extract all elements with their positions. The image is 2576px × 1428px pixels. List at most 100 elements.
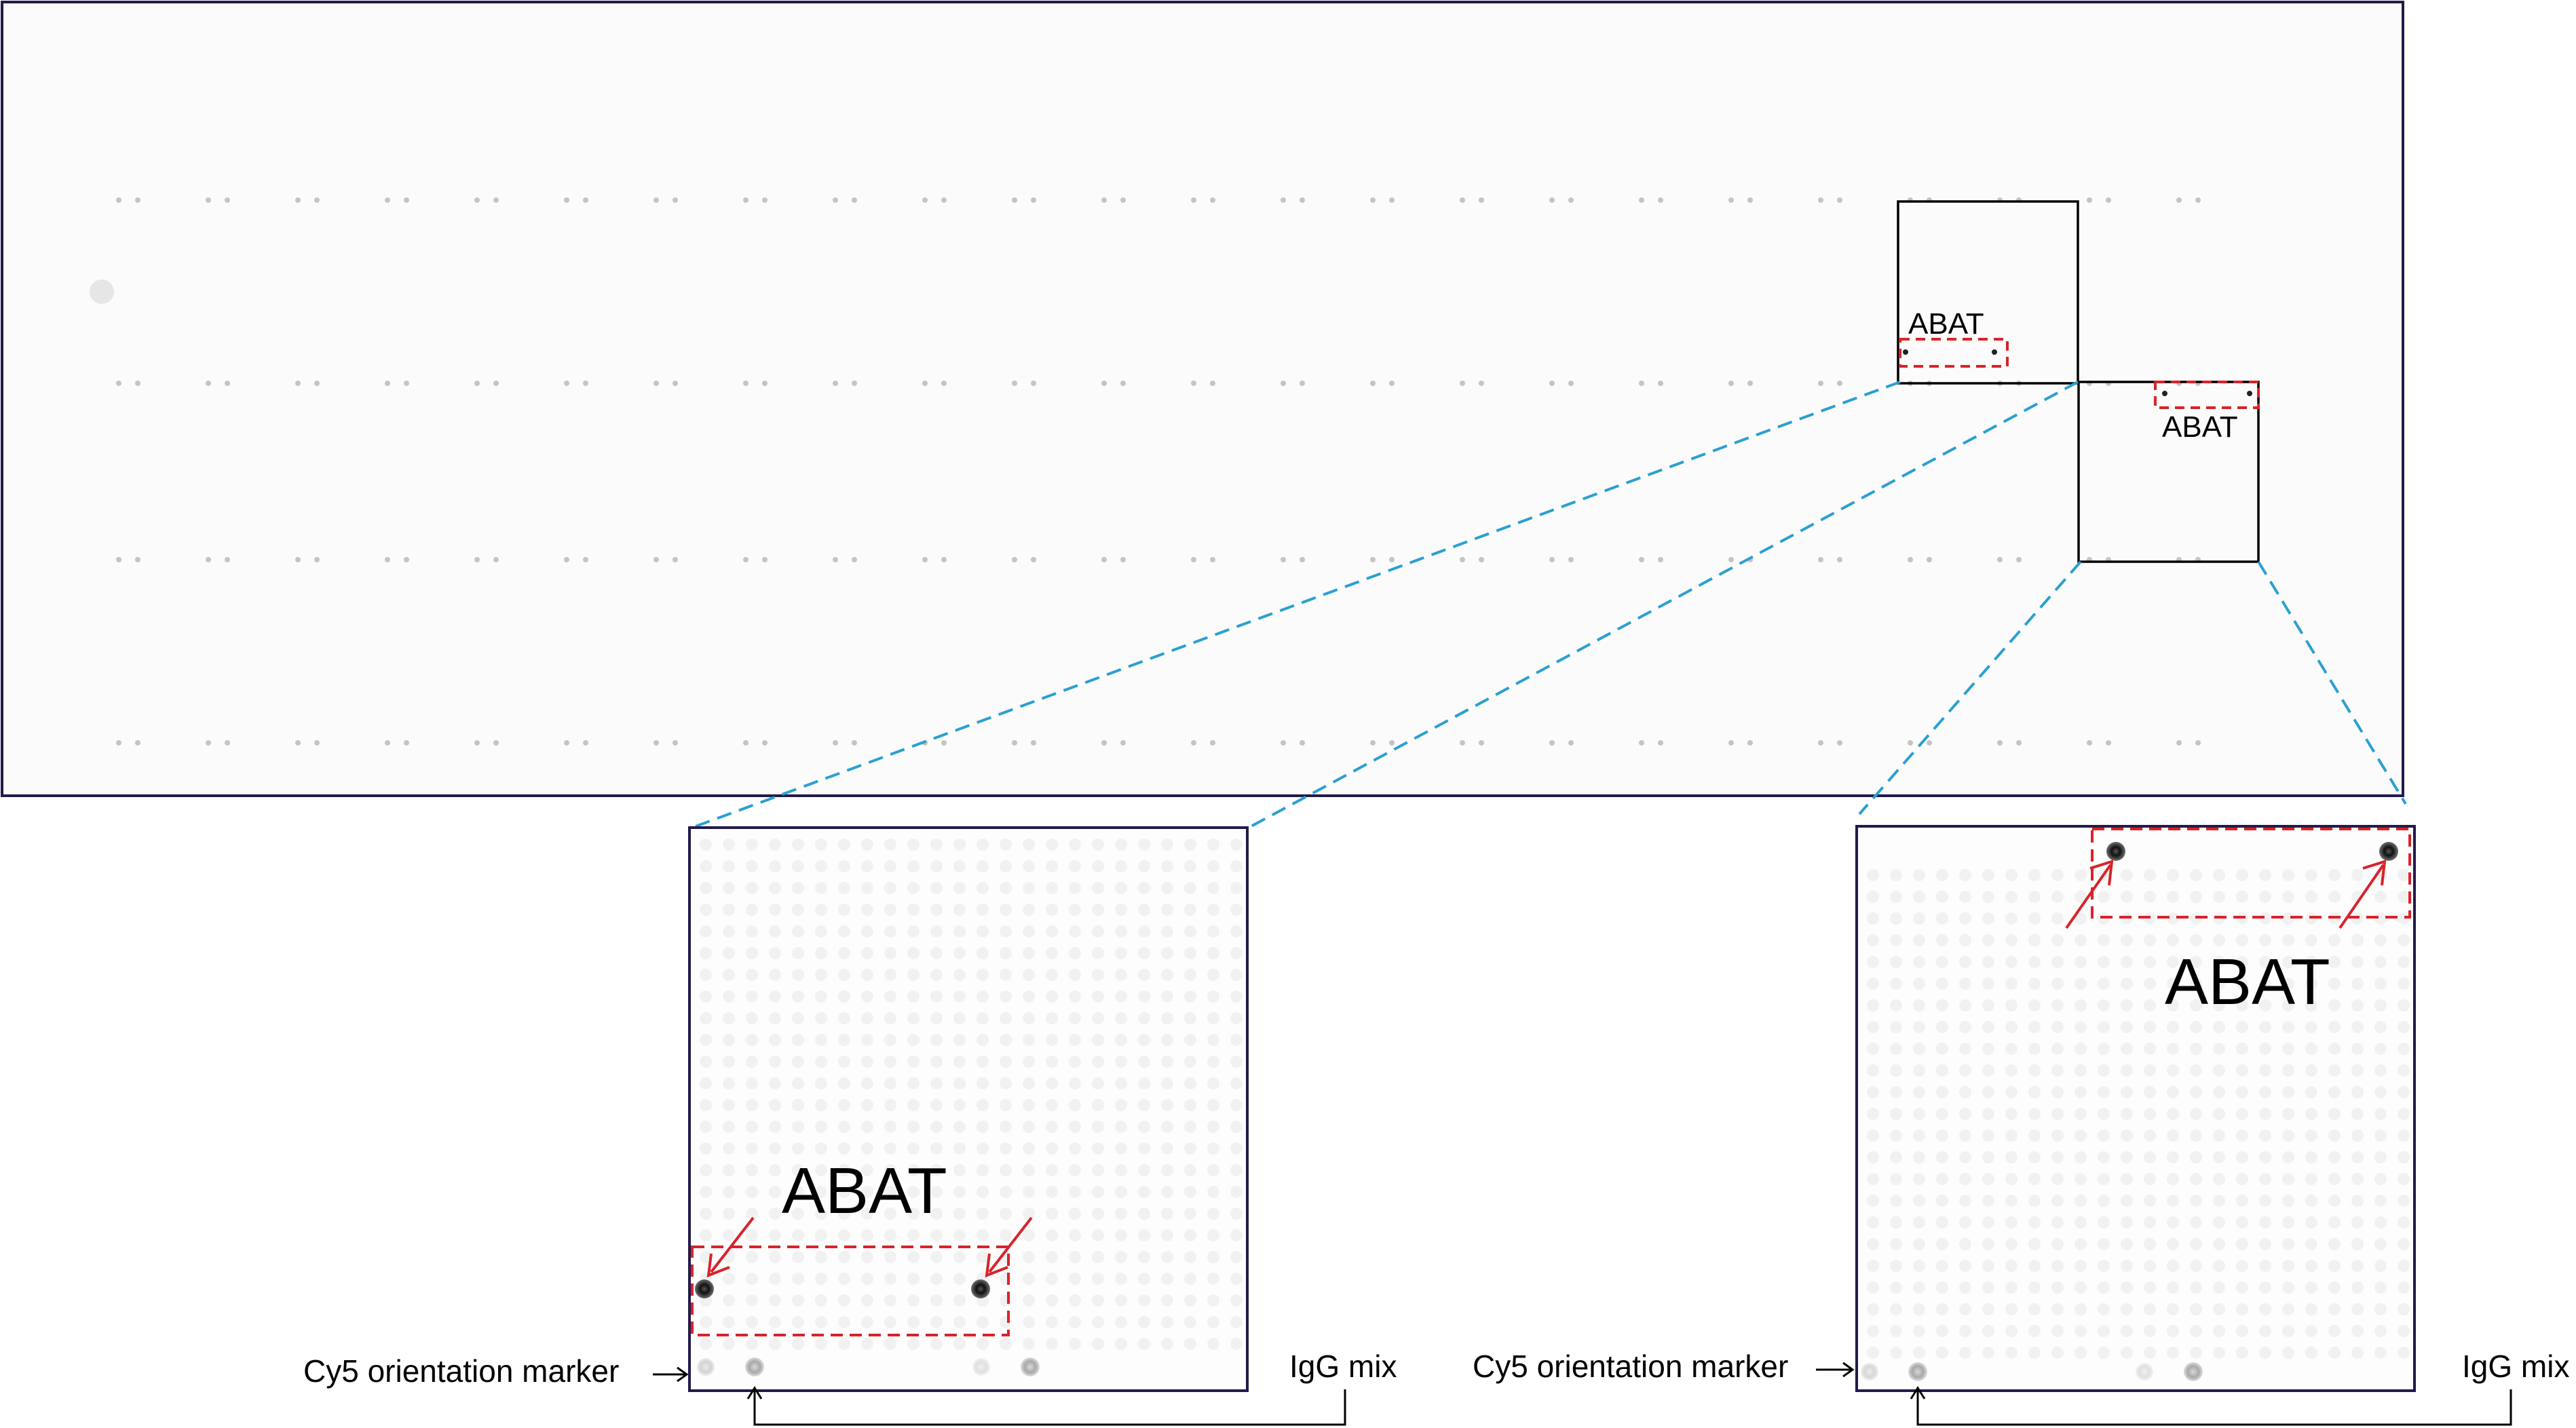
array-spot — [884, 904, 896, 916]
array-spot — [2075, 1216, 2087, 1229]
array-spot — [953, 969, 966, 981]
array-spot — [2167, 1086, 2179, 1098]
array-spot — [1913, 1238, 1925, 1250]
array-spot — [1000, 860, 1012, 872]
array-spot — [922, 557, 928, 562]
array-spot — [769, 925, 781, 938]
array-spot — [1023, 1338, 1035, 1350]
array-spot — [1230, 947, 1243, 959]
array-spot — [2075, 1195, 2087, 1207]
array-spot — [700, 1208, 712, 1220]
array-spot — [746, 1164, 758, 1176]
array-spot — [2351, 1021, 2364, 1033]
array-spot — [1069, 969, 1081, 981]
array-spot — [884, 1077, 896, 1089]
array-spot — [1161, 882, 1173, 894]
array-spot — [2121, 1086, 2133, 1098]
array-spot — [1890, 1195, 1902, 1207]
array-spot — [1658, 557, 1663, 562]
array-spot — [654, 557, 659, 562]
array-spot — [1046, 1316, 1058, 1328]
array-spot — [2075, 1064, 2087, 1077]
array-spot — [2328, 1281, 2341, 1294]
array-spot — [1959, 1260, 1971, 1272]
array-spot — [2236, 891, 2248, 903]
array-spot — [700, 882, 712, 894]
array-spot — [1069, 1338, 1081, 1350]
array-spot — [762, 557, 768, 562]
array-spot — [1000, 1034, 1012, 1046]
overview-array-panel — [1, 1, 2404, 797]
array-spot — [861, 882, 873, 894]
array-spot — [2305, 1108, 2317, 1120]
array-spot — [2098, 1347, 2110, 1359]
array-spot — [1913, 1260, 1925, 1272]
array-spot — [930, 1273, 943, 1285]
array-spot — [1161, 1142, 1173, 1155]
array-spot — [1867, 999, 1879, 1011]
array-spot — [1982, 1021, 1994, 1033]
array-spot — [1936, 891, 1948, 903]
array-spot — [1184, 1077, 1196, 1089]
array-spot — [907, 838, 920, 851]
array-spot — [2051, 934, 2064, 946]
array-spot — [700, 925, 712, 938]
overview-spot-highlight — [2247, 391, 2252, 396]
array-spot — [1728, 381, 1734, 386]
array-spot — [907, 1251, 920, 1263]
array-spot — [1207, 1338, 1219, 1350]
array-spot — [2398, 1173, 2410, 1185]
array-spot — [2328, 1347, 2341, 1359]
array-spot — [1120, 197, 1126, 203]
array-spot — [2213, 1281, 2225, 1294]
array-spot — [654, 197, 659, 203]
array-spot — [1101, 381, 1107, 386]
array-spot — [2005, 956, 2018, 968]
array-spot — [1890, 956, 1902, 968]
array-spot — [314, 381, 320, 386]
array-spot — [1959, 891, 1971, 903]
array-spot — [1023, 1186, 1035, 1198]
array-spot — [815, 947, 827, 959]
array-spot — [907, 1316, 920, 1328]
array-spot — [2098, 891, 2110, 903]
array-spot — [1230, 1077, 1243, 1089]
array-spot — [2121, 1043, 2133, 1055]
array-spot — [1000, 1077, 1012, 1089]
array-spot — [1997, 557, 2003, 562]
array-spot — [2213, 978, 2225, 990]
array-spot — [746, 1012, 758, 1024]
array-spot — [1549, 381, 1555, 386]
array-spot — [1115, 1229, 1127, 1241]
array-spot — [673, 197, 678, 203]
array-spot — [1913, 1064, 1925, 1077]
array-spot — [746, 1099, 758, 1111]
array-spot — [769, 1229, 781, 1241]
array-spot — [2398, 912, 2410, 925]
array-spot — [884, 1273, 896, 1285]
array-spot — [2144, 1043, 2156, 1055]
array-spot — [1959, 1151, 1971, 1163]
array-spot — [206, 197, 211, 203]
array-spot — [1046, 860, 1058, 872]
array-spot — [1207, 904, 1219, 916]
array-spot — [838, 860, 850, 872]
array-spot — [2167, 1347, 2179, 1359]
array-spot — [1207, 1142, 1219, 1155]
array-spot — [1890, 1021, 1902, 1033]
array-spot — [2398, 1303, 2410, 1315]
array-spot — [2351, 1151, 2364, 1163]
array-spot — [838, 1056, 850, 1068]
array-spot — [2121, 1151, 2133, 1163]
array-spot — [723, 1273, 735, 1285]
array-spot — [833, 381, 838, 386]
array-spot — [2098, 1043, 2110, 1055]
array-spot — [1184, 1251, 1196, 1263]
array-spot — [1936, 1064, 1948, 1077]
array-spot — [1370, 381, 1376, 386]
array-spot — [977, 1142, 989, 1155]
array-spot — [1115, 838, 1127, 851]
array-spot — [1230, 1338, 1243, 1350]
array-spot — [1389, 740, 1395, 746]
array-spot — [1161, 1099, 1173, 1111]
